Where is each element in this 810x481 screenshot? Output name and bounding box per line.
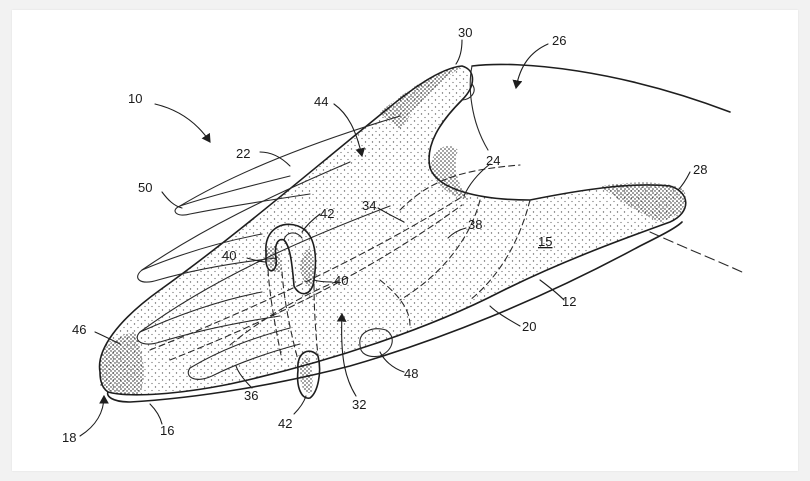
ref-38: 38 <box>468 217 482 232</box>
ref-36: 36 <box>244 388 258 403</box>
ref-24: 24 <box>486 153 500 168</box>
finger-outlines <box>136 115 401 380</box>
ref-42-bottom: 42 <box>278 416 292 431</box>
ref-10: 10 <box>128 91 142 106</box>
shield-body <box>98 65 687 403</box>
leader-lines <box>79 39 691 437</box>
hidden-lines <box>149 197 531 361</box>
patent-drawing-frame: 10 30 26 44 22 24 28 50 42 34 38 15 40 4… <box>12 10 798 471</box>
ref-46: 46 <box>72 322 86 337</box>
ref-15: 15 <box>538 234 552 249</box>
ref-22: 22 <box>236 146 250 161</box>
ref-12: 12 <box>562 294 576 309</box>
ref-28: 28 <box>693 162 707 177</box>
ref-30: 30 <box>458 25 472 40</box>
ref-16: 16 <box>160 423 174 438</box>
tab-48 <box>359 328 393 358</box>
finger-loops <box>265 223 321 399</box>
ref-50: 50 <box>138 180 152 195</box>
ref-40-left: 40 <box>222 248 236 263</box>
ref-26: 26 <box>552 33 566 48</box>
ref-48: 48 <box>404 366 418 381</box>
ref-34: 34 <box>362 198 376 213</box>
ref-42-top: 42 <box>320 206 334 221</box>
ref-20: 20 <box>522 319 536 334</box>
reference-numerals: 10 30 26 44 22 24 28 50 42 34 38 15 40 4… <box>62 25 707 445</box>
patent-drawing: 10 30 26 44 22 24 28 50 42 34 38 15 40 4… <box>62 25 743 445</box>
ref-18: 18 <box>62 430 76 445</box>
ref-40-right: 40 <box>334 273 348 288</box>
ref-32: 32 <box>352 397 366 412</box>
ref-44: 44 <box>314 94 328 109</box>
